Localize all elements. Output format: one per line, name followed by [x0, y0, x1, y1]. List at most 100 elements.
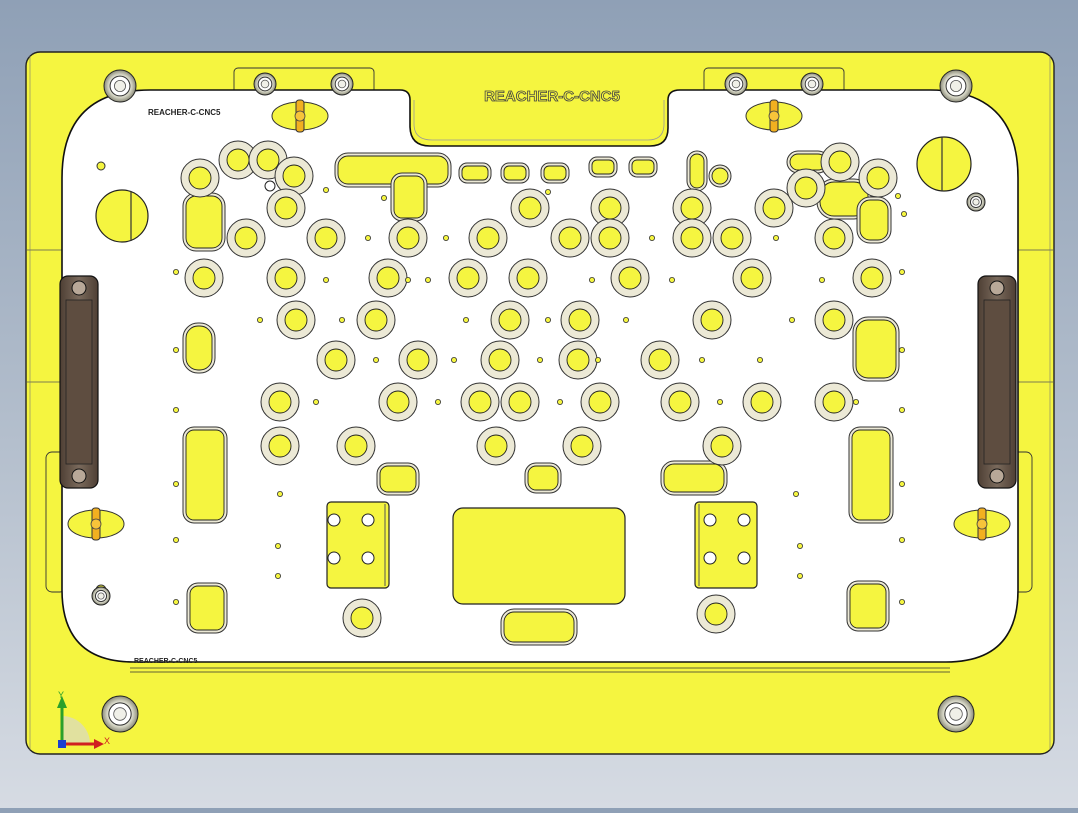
pin-hole — [434, 398, 441, 405]
bolt-center — [337, 79, 347, 89]
pin-hole — [462, 316, 469, 323]
bolt-center — [731, 79, 741, 89]
pin-hole — [338, 316, 345, 323]
bore-core — [762, 196, 786, 220]
handle-right[interactable] — [977, 275, 1017, 489]
pin-hole — [899, 599, 906, 606]
center-pocket-left — [376, 462, 420, 496]
pad-hole — [737, 551, 751, 565]
pin-hole — [274, 543, 281, 550]
slot-floor — [849, 583, 887, 629]
pad-hole — [327, 551, 341, 565]
slot-floor — [503, 611, 575, 643]
pin-hole — [773, 234, 780, 241]
pin-hole — [699, 356, 706, 363]
bolt-center — [260, 79, 270, 89]
bore-hole — [388, 218, 428, 258]
bore-hole — [786, 168, 826, 208]
bore-core — [274, 266, 298, 290]
pin-hole — [545, 316, 552, 323]
center-pocket-right — [660, 460, 728, 496]
pin-hole — [372, 356, 379, 363]
pin-holes — [95, 161, 908, 606]
bore-core — [364, 308, 388, 332]
bore-core — [484, 434, 508, 458]
bore-core — [508, 390, 532, 414]
pin-hole — [793, 490, 800, 497]
corner-bolts — [91, 69, 986, 733]
center-pocket-middle — [524, 462, 562, 494]
pin-hole — [172, 599, 179, 606]
left-lower-slot — [182, 426, 228, 524]
pin-hole — [589, 276, 596, 283]
slot-floor — [851, 429, 891, 521]
part-engraving-main: REACHER-C-CNC5 — [484, 88, 620, 105]
bore-hole — [306, 218, 346, 258]
bore-core — [344, 434, 368, 458]
slot-floor — [185, 195, 223, 249]
bore-core — [704, 602, 728, 626]
bore-hole — [180, 158, 220, 198]
bore-core — [456, 266, 480, 290]
bolt-bottom-left — [101, 695, 139, 733]
bore-hole — [858, 158, 898, 198]
bore-core — [282, 164, 306, 188]
bore-core — [406, 348, 430, 372]
bore-core — [680, 226, 704, 250]
bore-hole — [580, 382, 620, 422]
bore-core — [488, 348, 512, 372]
bore-hole — [342, 598, 382, 638]
pin-hole — [276, 490, 283, 497]
keyhole-round — [708, 164, 732, 188]
pin-hole — [450, 356, 457, 363]
pin-hole — [901, 210, 908, 217]
pin-hole — [895, 192, 902, 199]
right-curved-slot-lower — [856, 196, 892, 244]
top-slot — [540, 162, 570, 184]
bore-hole — [814, 300, 854, 340]
pin-hole — [717, 398, 724, 405]
slot-floor — [631, 159, 655, 175]
right-lower-slot — [848, 426, 894, 524]
bolt-top-left — [103, 69, 137, 103]
bore-core — [558, 226, 582, 250]
handle-left[interactable] — [59, 275, 99, 489]
bore-core — [710, 434, 734, 458]
bore-hole — [316, 340, 356, 380]
bore-hole — [460, 382, 500, 422]
pin-hole — [424, 276, 431, 283]
bore-core — [256, 148, 280, 172]
bolt-bottom-right — [937, 695, 975, 733]
pin-hole — [899, 406, 906, 413]
bore-hole — [692, 300, 732, 340]
bore-core — [498, 308, 522, 332]
pin-hole — [623, 316, 630, 323]
top-slot — [458, 162, 492, 184]
bore-hole — [356, 300, 396, 340]
pin-hole — [649, 234, 656, 241]
pin-hole — [274, 573, 281, 580]
bore-core — [268, 434, 292, 458]
bore-core — [750, 390, 774, 414]
bore-core — [822, 226, 846, 250]
pin-hole — [96, 161, 106, 171]
top-slot — [500, 162, 530, 184]
locating-pin-top-left — [271, 99, 329, 133]
bore-hole — [742, 382, 782, 422]
bore-core — [668, 390, 692, 414]
bore-hole — [260, 382, 300, 422]
pin-hole — [899, 480, 906, 487]
pin-hole — [595, 356, 602, 363]
bore-core — [740, 266, 764, 290]
bore-core — [274, 196, 298, 220]
bolt-center — [97, 592, 105, 600]
clamp-bolt-1 — [253, 72, 277, 96]
bolt-center — [807, 79, 817, 89]
part-engraving-bottom: REACHER-C-CNC5 — [134, 658, 197, 665]
bore-core — [376, 266, 400, 290]
locating-pins — [67, 99, 1011, 541]
slot-features — [182, 150, 900, 646]
locating-pin-left — [67, 507, 125, 541]
slot-floor — [855, 319, 897, 379]
